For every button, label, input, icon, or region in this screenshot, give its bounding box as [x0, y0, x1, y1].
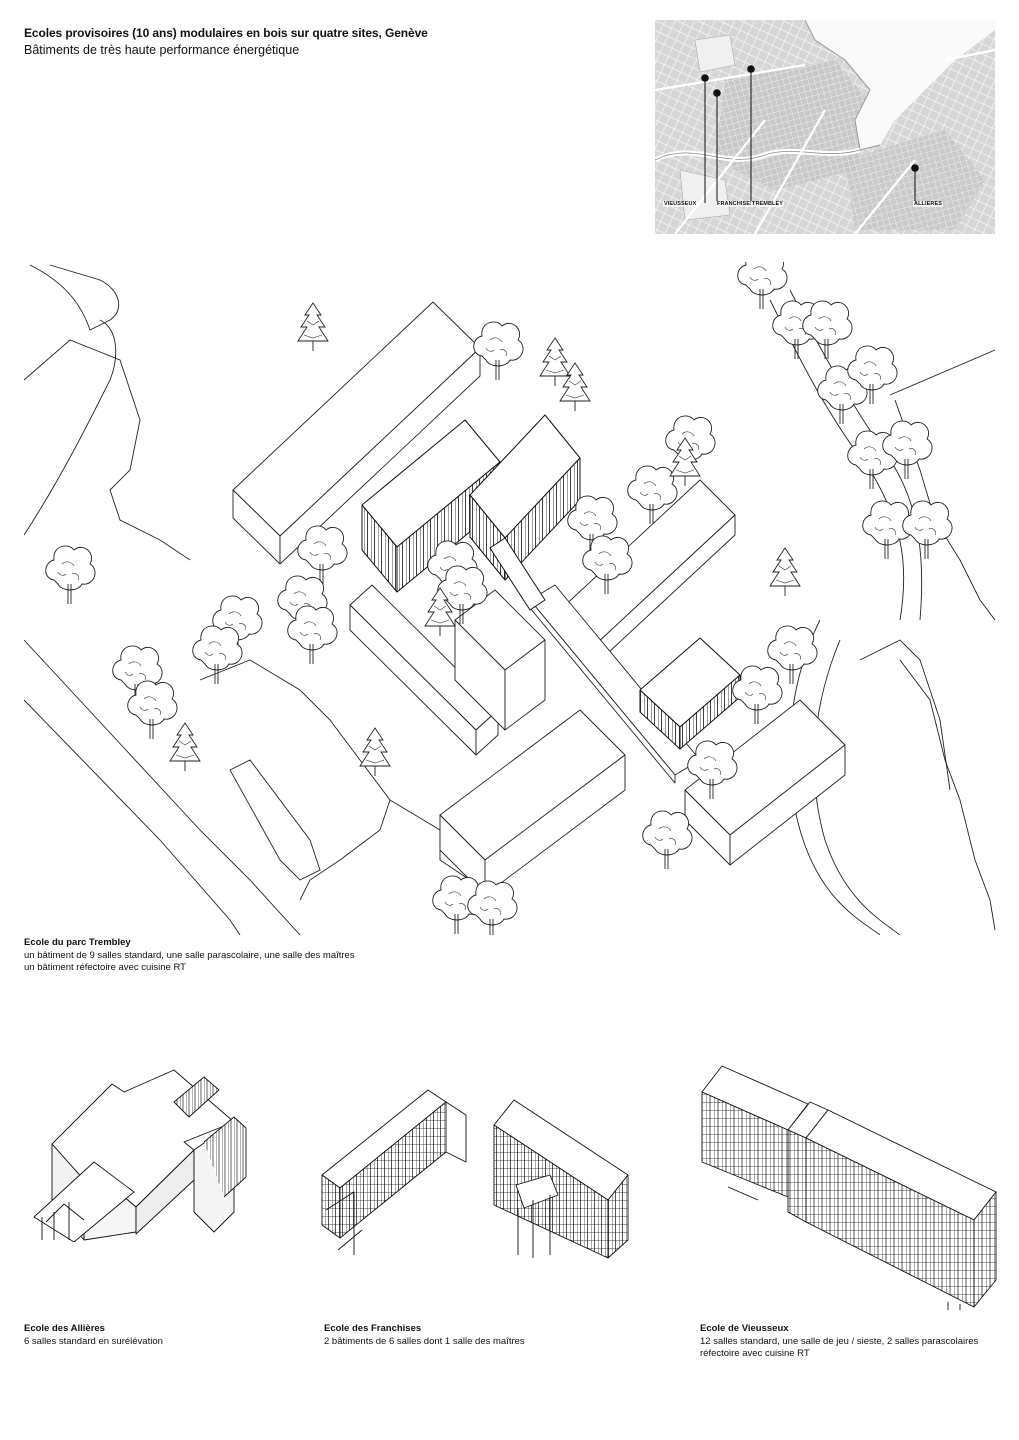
- location-map: VIEUSSEUX FRANCHISES TREMBLEY ALLIERES: [655, 20, 995, 234]
- map-pins: [701, 65, 919, 203]
- caption-line: un bâtiment réfectoire avec cuisine RT: [24, 962, 186, 973]
- trembley-caption: Ecole du parc Trembley un bâtiment de 9 …: [24, 937, 524, 975]
- map-label-franchises: FRANCHISES: [716, 201, 755, 207]
- franchises-caption: Ecole des Franchises 2 bâtiments de 6 sa…: [324, 1323, 624, 1348]
- vieusseux-caption: Ecole de Vieusseux 12 salles standard, u…: [700, 1323, 1000, 1361]
- map-graphic: [655, 20, 995, 234]
- allieres-axonometric: [33, 1069, 247, 1242]
- map-label-trembley: TREMBLEY: [751, 201, 785, 207]
- caption-line: un bâtiment de 9 salles standard, une sa…: [24, 949, 355, 961]
- vieusseux-description: réfectoire avec cuisine RT: [700, 1348, 810, 1359]
- page-title: Ecoles provisoires (10 ans) modulaires e…: [24, 26, 428, 40]
- caption-title: Ecole du parc Trembley: [24, 937, 131, 948]
- allieres-title: Ecole des Allières: [24, 1323, 105, 1334]
- franchises-description: 2 bâtiments de 6 salles dont 1 salle des…: [324, 1335, 525, 1347]
- page-subtitle: Bâtiments de très haute performance éner…: [24, 43, 300, 57]
- vieusseux-axonometric: [701, 1065, 997, 1310]
- trembley-site-plan: [24, 262, 996, 935]
- map-label-allieres: ALLIERES: [913, 201, 943, 207]
- allieres-caption: Ecole des Allières 6 salles standard en …: [24, 1323, 284, 1348]
- map-label-vieusseux: VIEUSSEUX: [663, 201, 698, 207]
- vieusseux-title: Ecole de Vieusseux: [700, 1323, 789, 1334]
- franchises-title: Ecole des Franchises: [324, 1323, 422, 1334]
- vieusseux-description: 12 salles standard, une salle de jeu / s…: [700, 1335, 979, 1347]
- franchises-axonometric: [321, 1089, 629, 1259]
- allieres-description: 6 salles standard en surélévation: [24, 1335, 163, 1347]
